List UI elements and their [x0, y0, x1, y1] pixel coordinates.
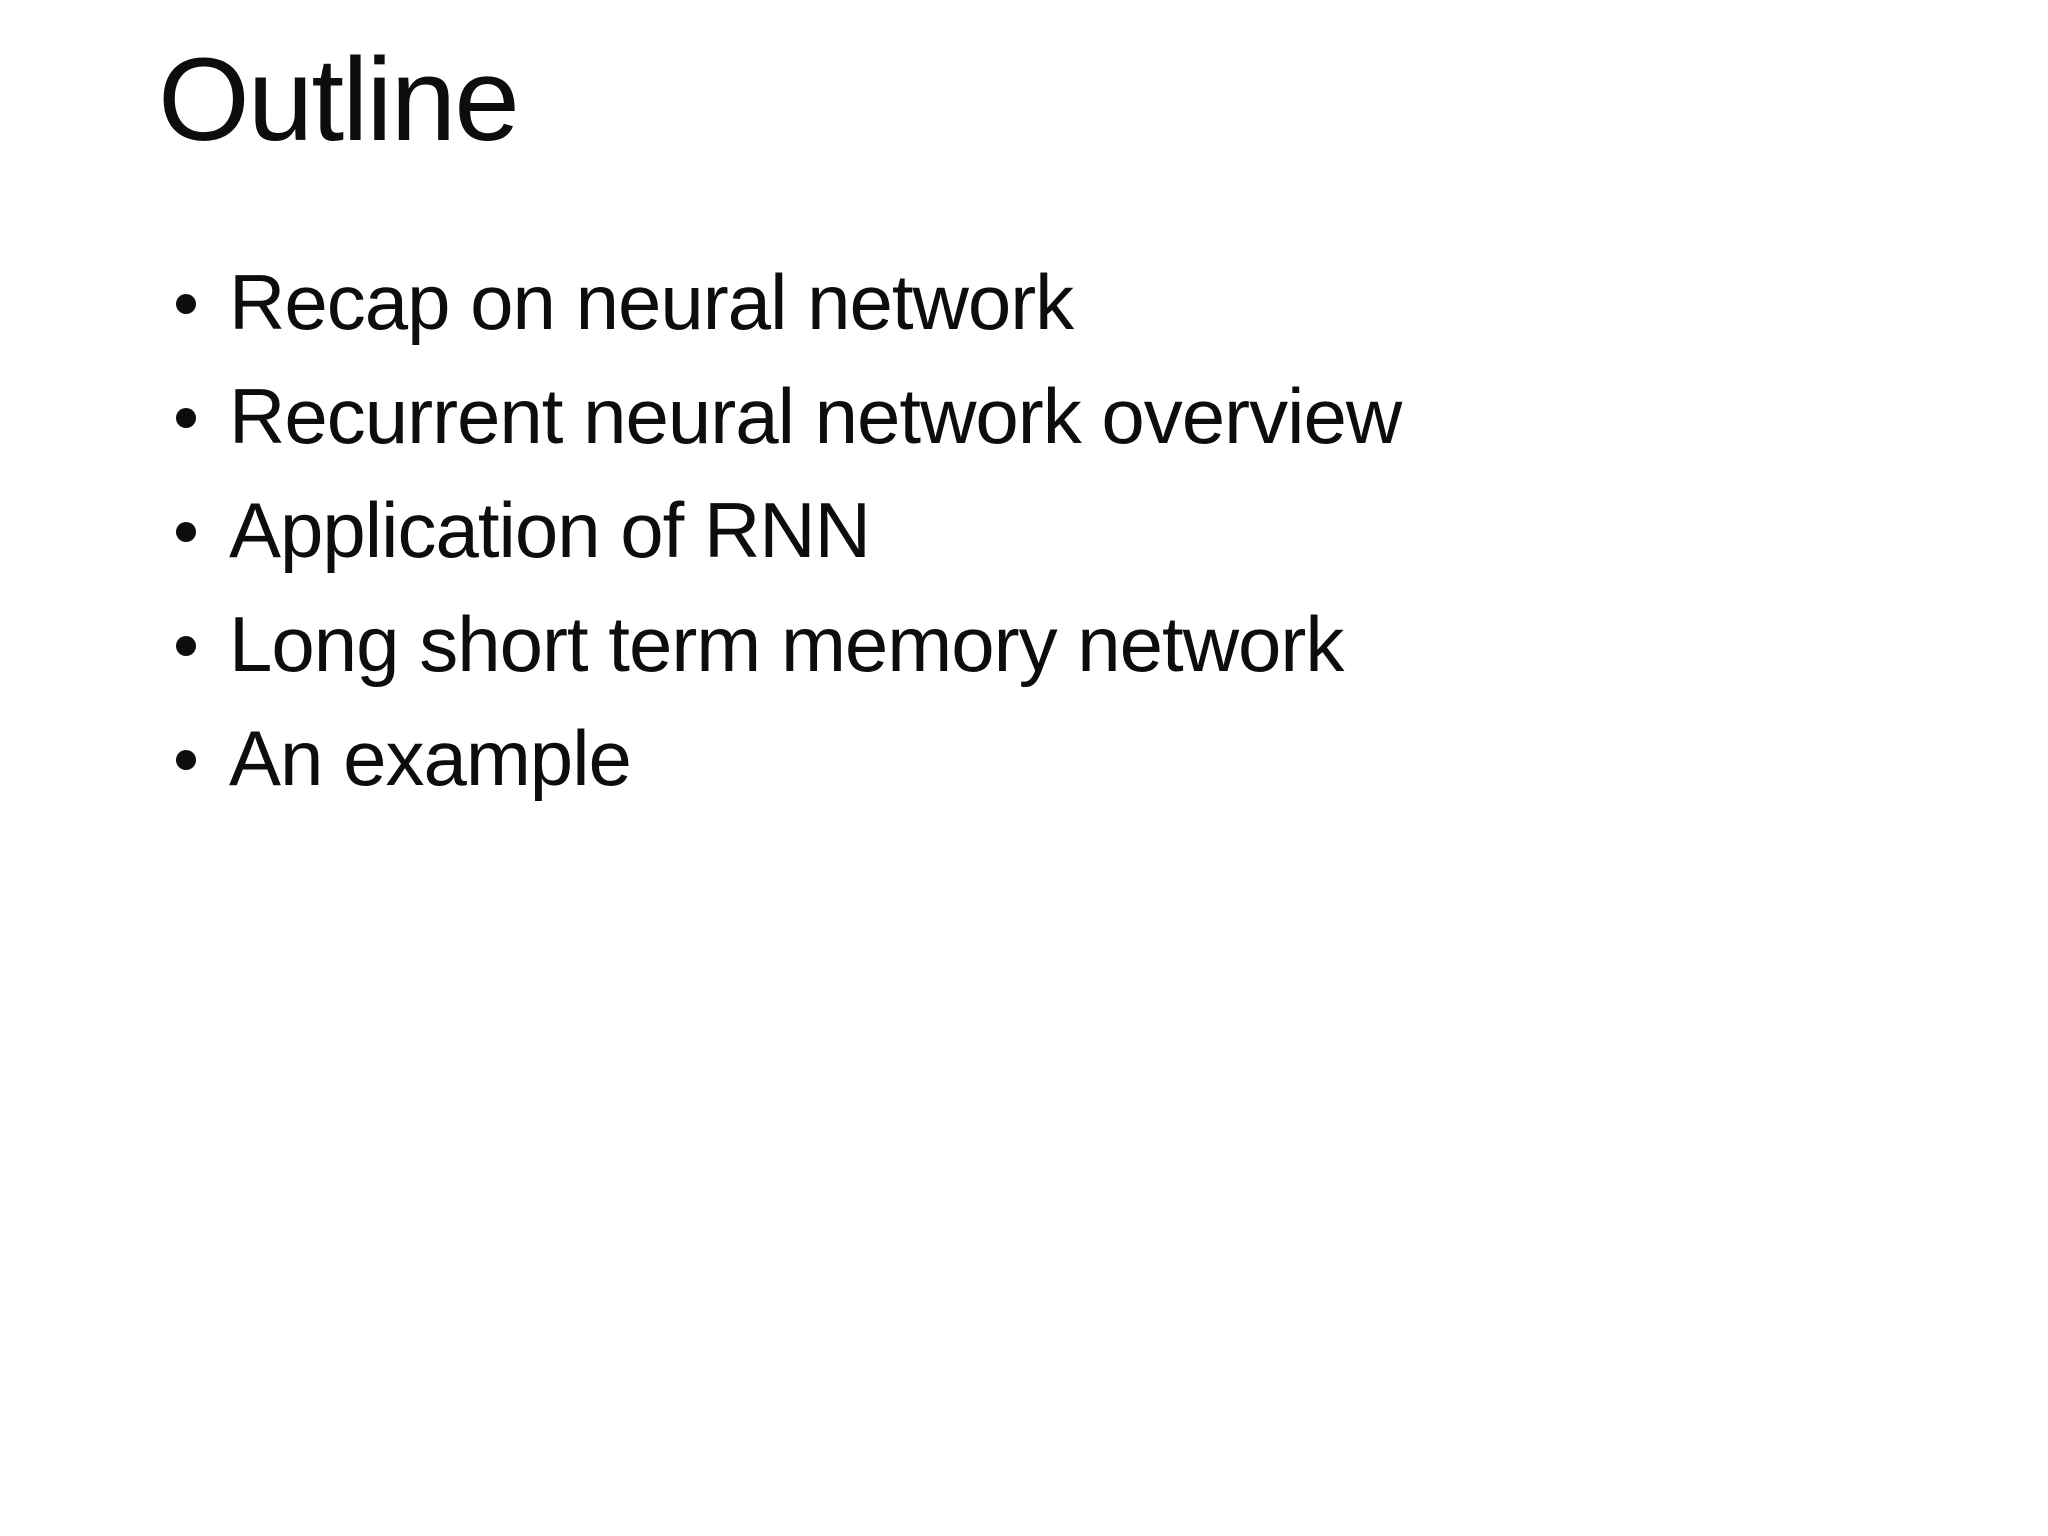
bullet-text: An example	[229, 714, 632, 802]
list-item: An example	[176, 701, 1401, 815]
list-item: Recurrent neural network overview	[176, 359, 1402, 473]
bullet-icon	[176, 636, 196, 656]
bullet-text: Application of RNN	[229, 486, 871, 574]
bullet-list: Recap on neural network Recurrent neural…	[176, 245, 1402, 815]
bullet-icon	[176, 750, 196, 770]
bullet-icon	[176, 522, 196, 542]
slide-title: Outline	[158, 34, 520, 166]
bullet-icon	[176, 408, 196, 428]
list-item: Application of RNN	[176, 473, 1401, 587]
bullet-text: Recurrent neural network overview	[229, 372, 1402, 460]
bullet-text: Long short term memory network	[229, 600, 1344, 688]
bullet-text: Recap on neural network	[229, 258, 1074, 346]
list-item: Long short term memory network	[176, 587, 1401, 701]
list-item: Recap on neural network	[176, 245, 1401, 359]
bullet-icon	[176, 294, 196, 314]
